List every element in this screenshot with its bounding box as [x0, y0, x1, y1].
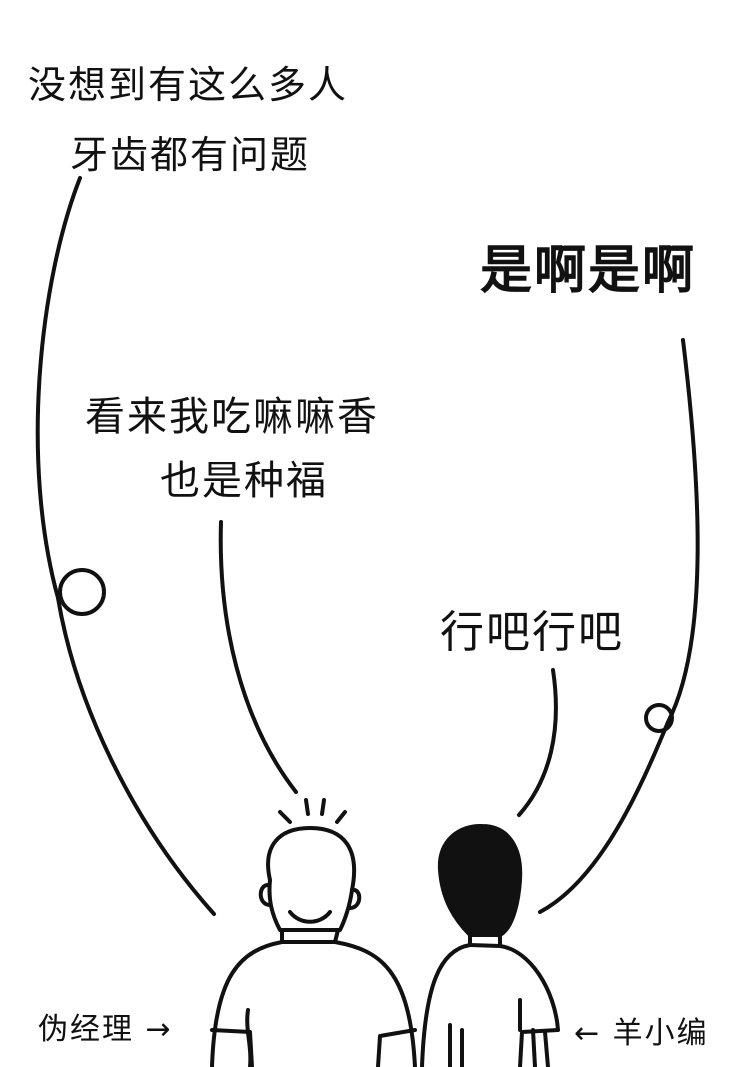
speech-line-editor-agree [538, 338, 700, 914]
manager-head [266, 826, 357, 932]
speech-text-manager-worry-line2: 牙齿都有问题 [70, 133, 311, 177]
label-manager: 伪经理 → [38, 1012, 173, 1047]
manager-collar [280, 928, 340, 944]
speech-loop [644, 703, 674, 733]
speech-text-manager-lucky-line1: 看来我吃嘛嘛香 [85, 394, 379, 440]
speech-line-manager-worry [35, 176, 216, 916]
speech-text-editor-agree: 是啊是啊 [480, 241, 697, 301]
editor-shirt [420, 943, 560, 1067]
speech-line-editor-ok [517, 668, 558, 817]
manager-shirt [210, 940, 417, 1067]
speech-text-editor-ok: 行吧行吧 [440, 607, 624, 658]
speech-loop [58, 568, 106, 616]
speech-line-manager-lucky [218, 520, 298, 794]
editor-hair [437, 823, 523, 937]
shine-marks [278, 798, 347, 824]
label-editor: ← 羊小编 [574, 1016, 709, 1051]
speech-text-manager-lucky-line2: 也是种福 [160, 458, 328, 504]
speech-text-manager-worry-line1: 没想到有这么多人 [28, 63, 349, 107]
